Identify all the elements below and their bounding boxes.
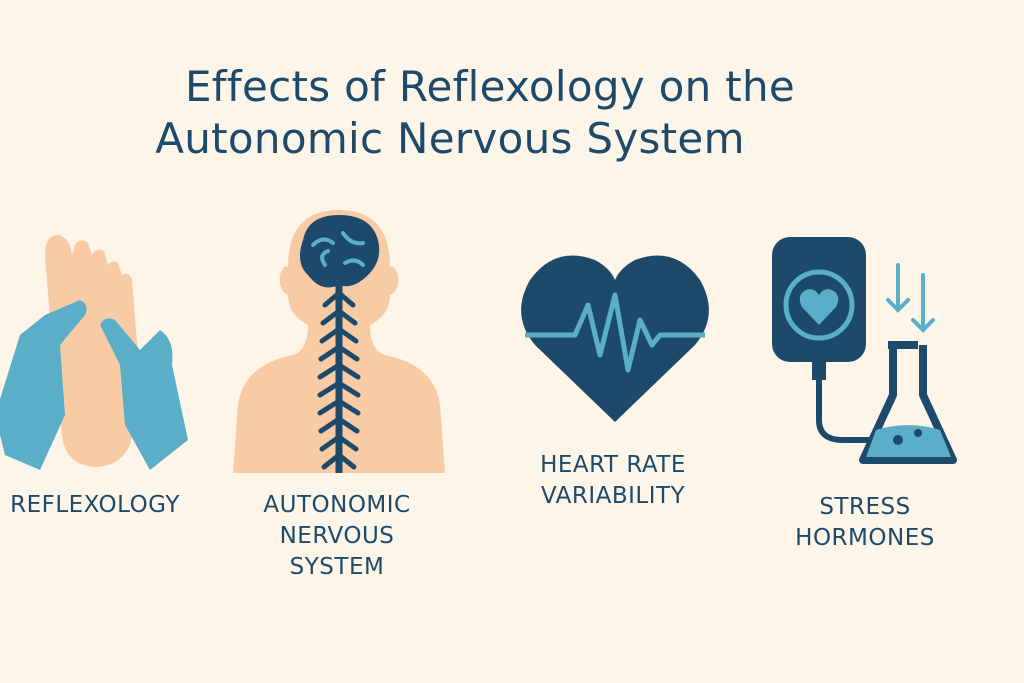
iv-bag-flask-icon bbox=[772, 237, 957, 464]
label-line: NERVOUS bbox=[279, 523, 395, 549]
label-line: HORMONES bbox=[795, 525, 935, 551]
label-line: HEART RATE bbox=[540, 452, 686, 478]
label-line: STRESS bbox=[819, 494, 911, 520]
page-title-line-1: Effects of Reflexology on the bbox=[184, 62, 796, 111]
foot-hands-icon bbox=[0, 235, 188, 470]
heart-ecg-icon bbox=[521, 255, 709, 422]
label-line: VARIABILITY bbox=[540, 483, 686, 509]
label-stress-hormones: STRESS HORMONES bbox=[765, 492, 965, 554]
brain-spine-icon bbox=[233, 210, 445, 473]
label-heart-rate-variability: HEART RATE VARIABILITY bbox=[513, 450, 713, 512]
label-line: SYSTEM bbox=[289, 554, 385, 580]
label-reflexology: REFLEXOLOGY bbox=[10, 492, 180, 518]
label-autonomic-nervous-system: AUTONOMIC NERVOUS SYSTEM bbox=[237, 490, 437, 583]
label-line: AUTONOMIC bbox=[263, 492, 411, 518]
page-title-line-2: Autonomic Nervous System bbox=[155, 114, 745, 163]
